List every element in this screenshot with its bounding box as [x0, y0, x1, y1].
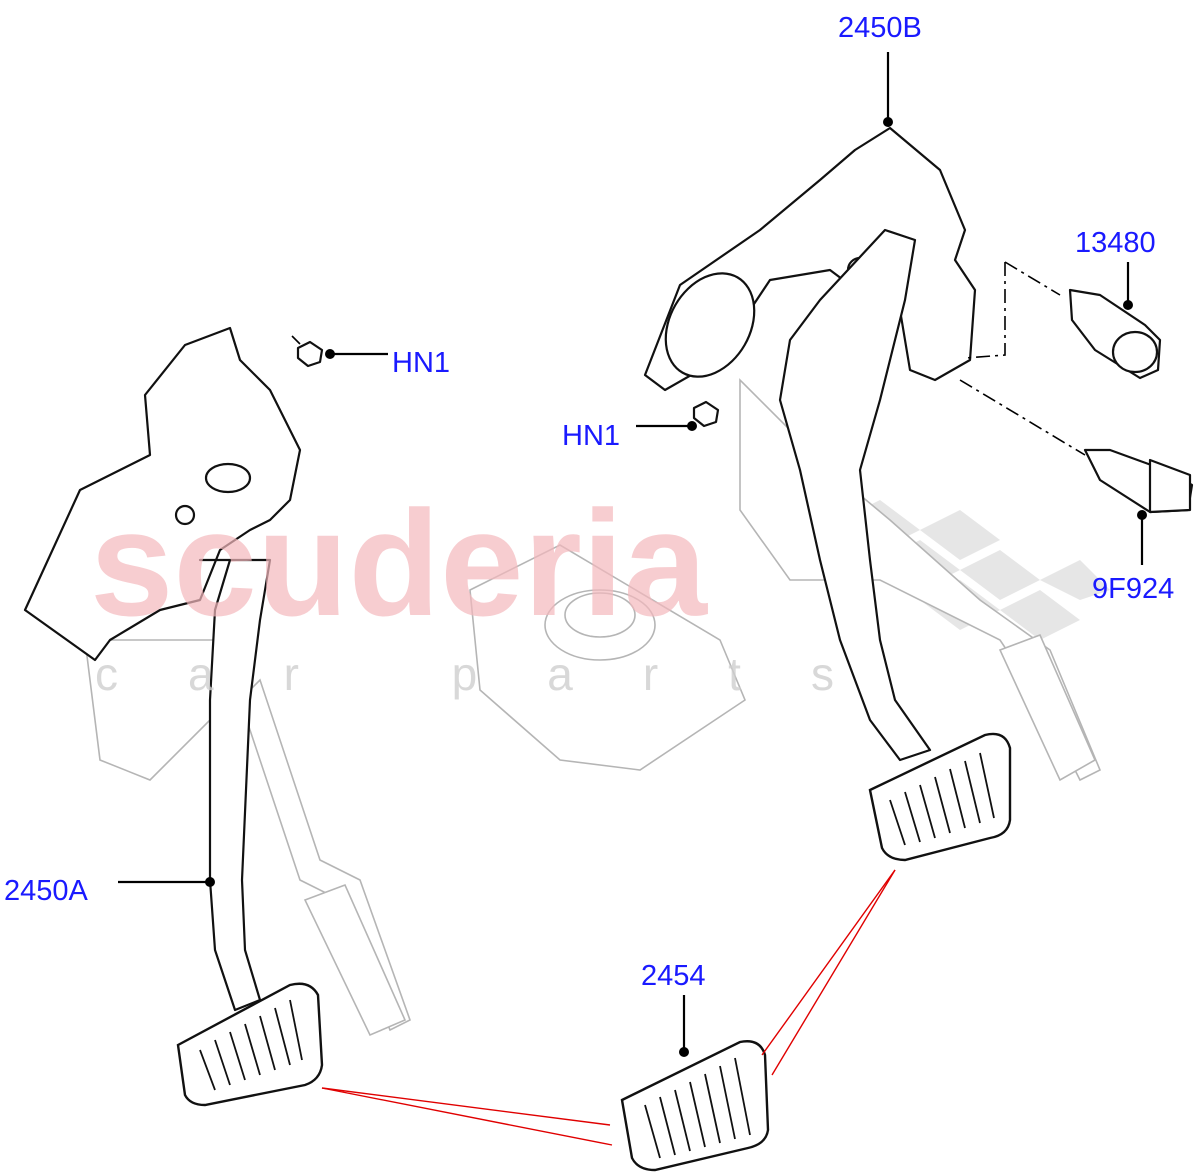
- label-9f924: 9F924: [1092, 573, 1174, 605]
- switch-9f924: [1083, 448, 1194, 514]
- label-2454: 2454: [641, 960, 706, 992]
- label-hn1-right: HN1: [562, 420, 620, 452]
- brake-pedal-2450A: [23, 326, 324, 1107]
- switch-13480: [1068, 288, 1162, 380]
- label-hn1-left: HN1: [392, 347, 450, 379]
- nut-hn1-right: [692, 400, 720, 428]
- label-13480: 13480: [1075, 227, 1156, 259]
- watermark-main: scuderia: [90, 479, 709, 647]
- watermark-sub: car parts: [95, 648, 904, 700]
- label-2450A: 2450A: [4, 875, 89, 907]
- nut-hn1-left: [296, 340, 324, 368]
- brake-pedal-2450B: [643, 126, 1012, 862]
- leader-lines: [118, 52, 1147, 1146]
- pedal-pad-2454: [620, 1040, 770, 1172]
- label-2450B: 2450B: [838, 12, 922, 44]
- watermark: scuderia car parts: [90, 479, 904, 700]
